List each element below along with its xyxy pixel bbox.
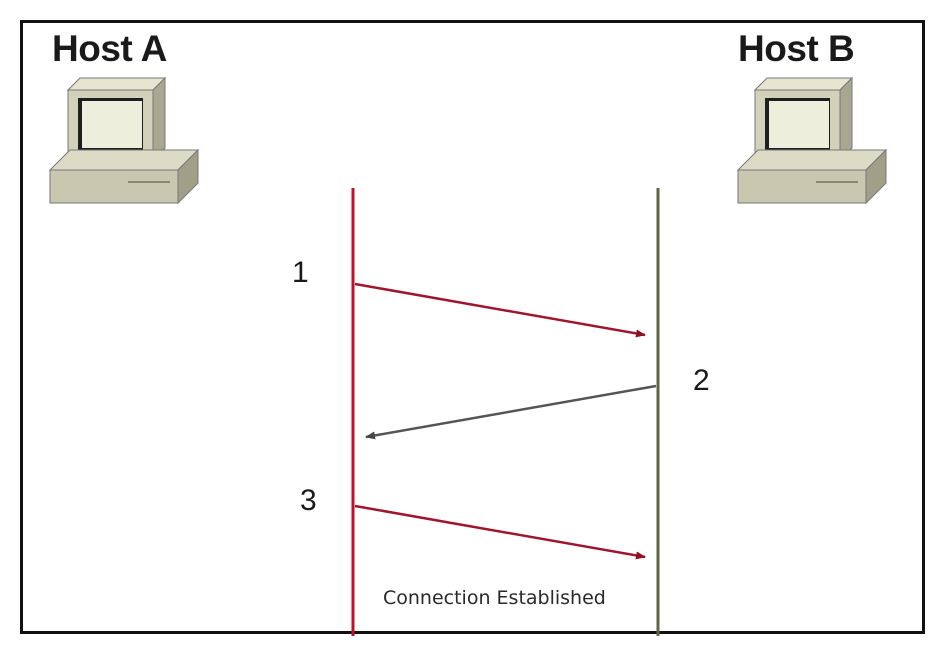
host-b-computer-icon	[736, 76, 888, 205]
host-a-computer-icon	[48, 76, 200, 205]
step-2-label: 2	[693, 364, 710, 397]
step-3-label: 3	[300, 484, 317, 517]
step-1-label: 1	[292, 256, 309, 289]
host-b-label: Host B	[738, 28, 855, 69]
step-1-arrow	[354, 282, 646, 338]
step-2-arrow	[365, 384, 657, 440]
host-a-label: Host A	[52, 28, 167, 69]
connection-established-caption: Connection Established	[383, 587, 606, 609]
step-3-arrow	[354, 504, 646, 560]
